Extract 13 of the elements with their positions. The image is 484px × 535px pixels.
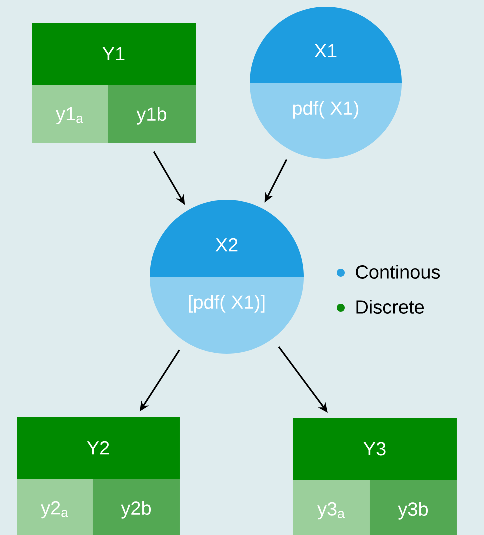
node-label: y3$_{a}$ <box>318 502 345 520</box>
legend-label: Discrete <box>356 300 424 314</box>
variable-table: Y2 y2$_{a}$ y2b <box>17 417 180 535</box>
variable-table: Y3 y3$_{a}$ y3b <box>293 418 457 535</box>
variable-table: Y1 y1$_{a}$ y1b <box>32 23 196 143</box>
node-label: y1b <box>136 107 167 125</box>
node-label: [pdf( X1)] <box>189 295 265 313</box>
node-label: y1$_{a}$ <box>56 108 84 124</box>
node-label: y2b <box>121 501 152 519</box>
node-label: y3b <box>398 502 428 520</box>
node-label: y2$_{a}$ <box>41 501 68 519</box>
legend-label: Continous <box>356 265 440 279</box>
node-label: pdf( X1) <box>293 101 359 119</box>
